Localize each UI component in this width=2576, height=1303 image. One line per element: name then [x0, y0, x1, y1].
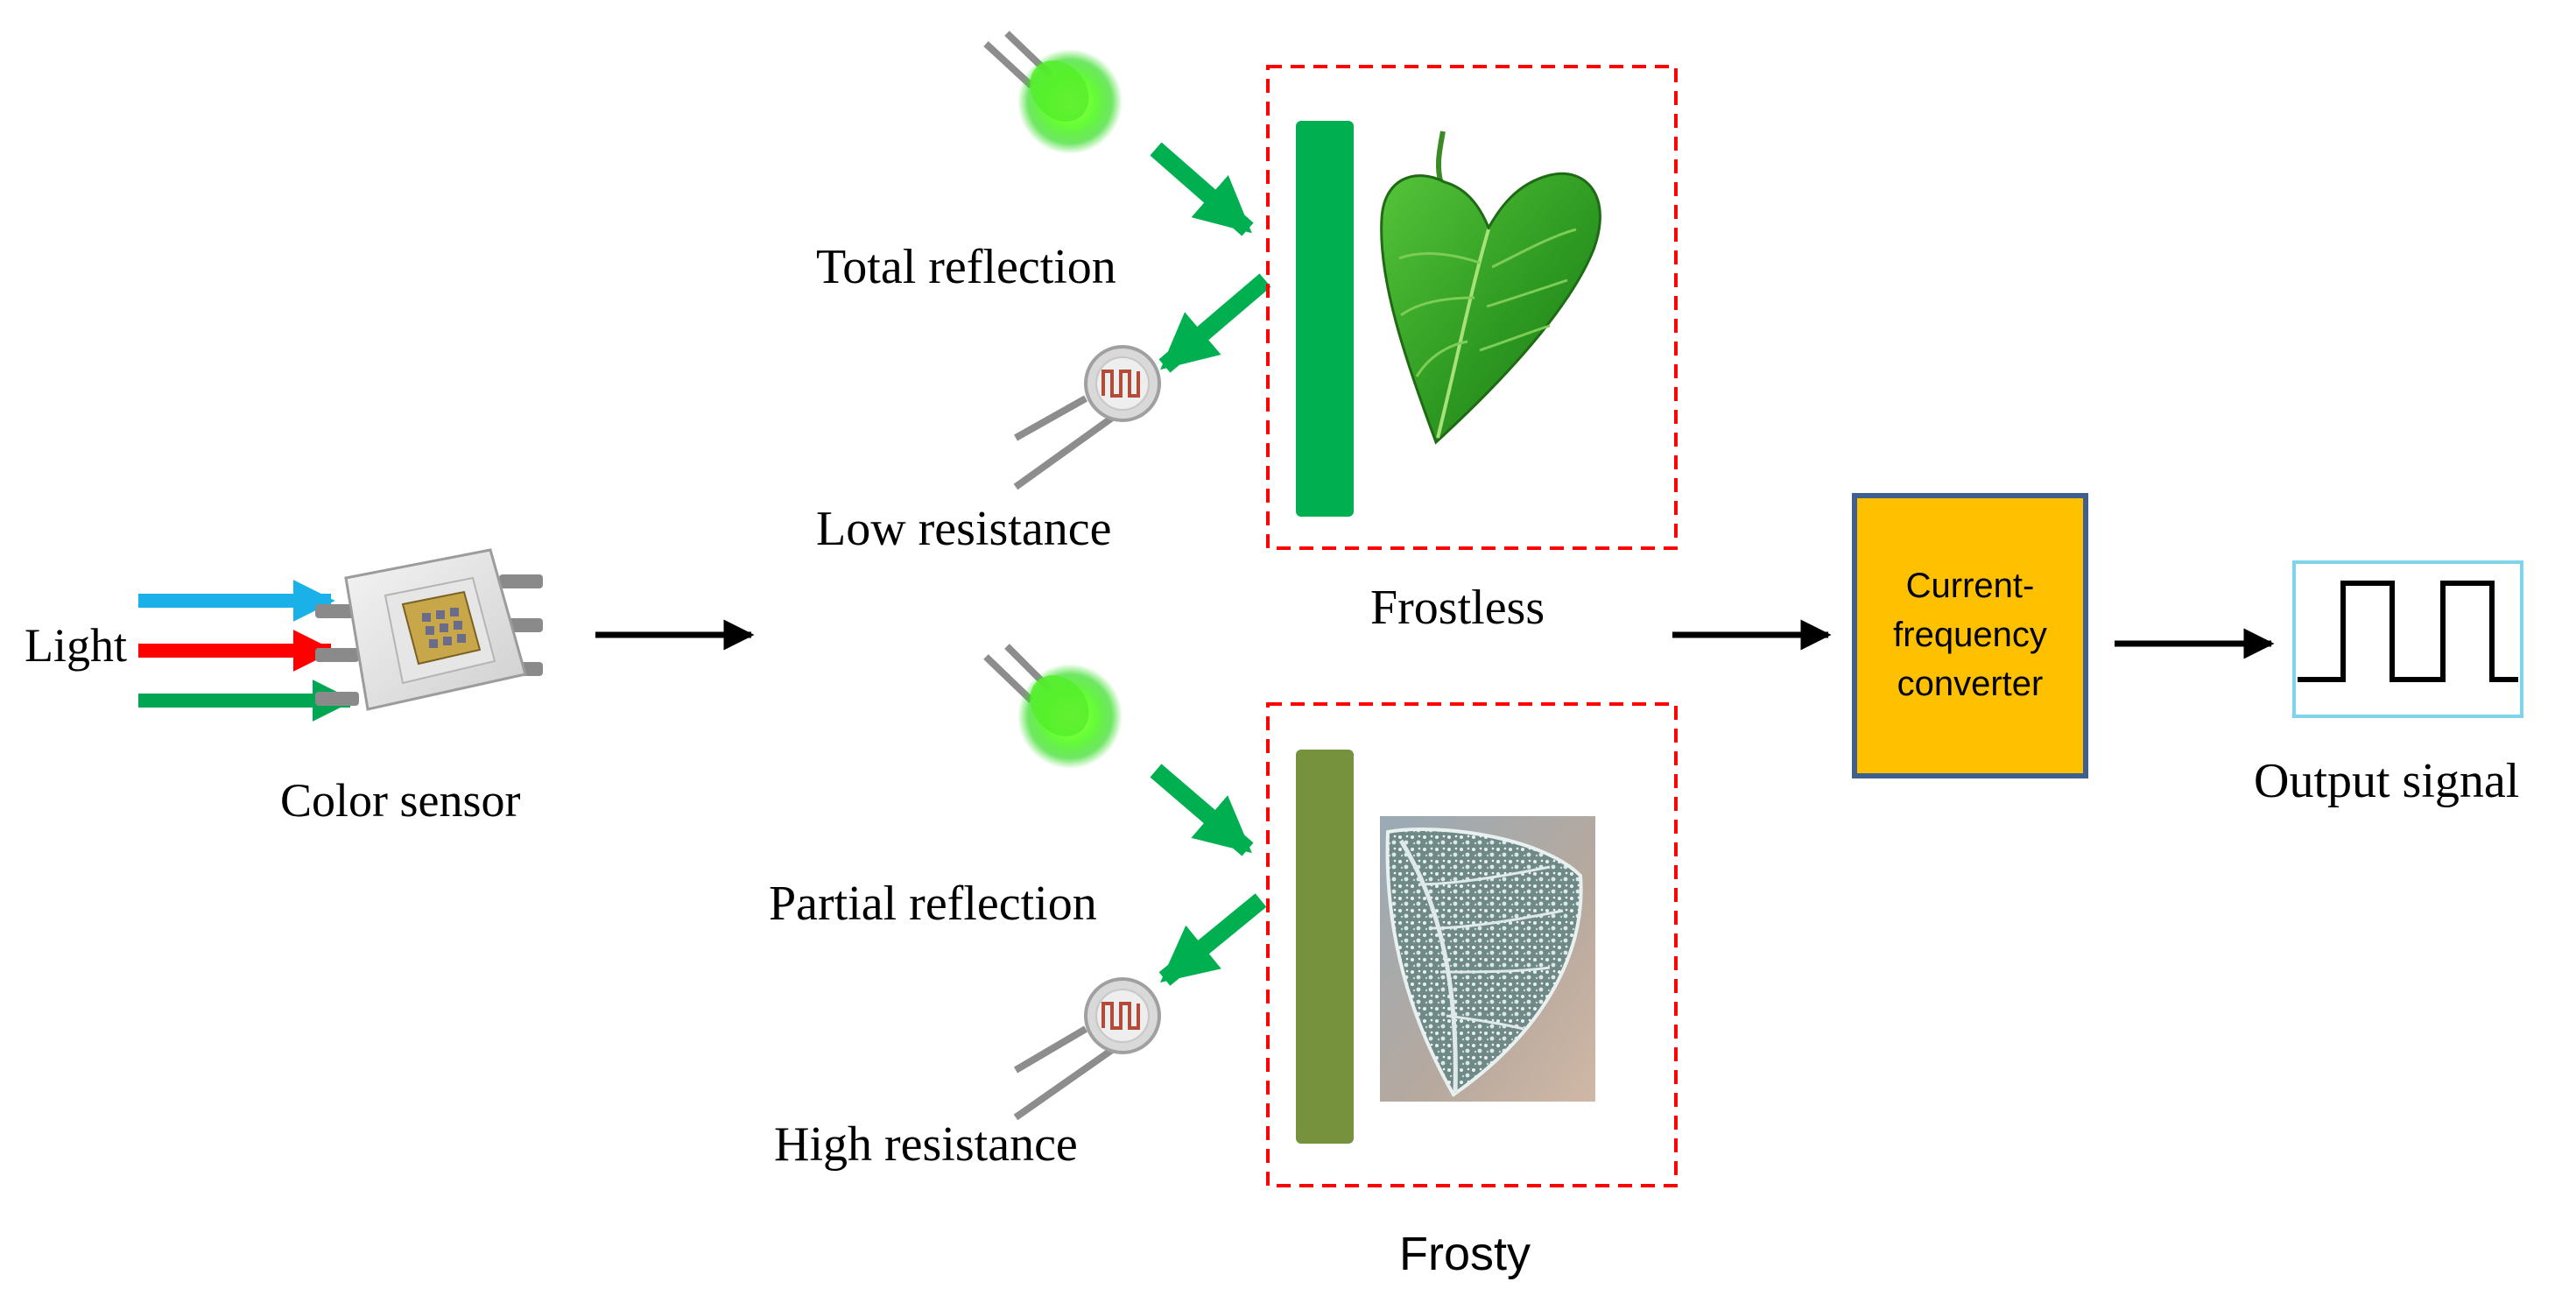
- light-label: Light: [25, 619, 127, 672]
- color-sensor-chip-icon: [315, 548, 543, 711]
- frostless-dashed-box: [1266, 65, 1678, 550]
- reflected-arrow-top: [1158, 273, 1271, 373]
- frosty-surface-bar: [1296, 750, 1354, 1144]
- output-frame: [2292, 560, 2523, 718]
- partial-reflection-label: Partial reflection: [769, 877, 1097, 931]
- converter-label-line1: Current-: [1906, 567, 2035, 605]
- frosty-leaf-image: [1380, 816, 1595, 1102]
- led-icon: [983, 644, 1123, 769]
- frostless-surface-bar: [1296, 121, 1354, 517]
- converter-label-line3: converter: [1897, 665, 2044, 703]
- low-resistance-label: Low resistance: [816, 502, 1111, 556]
- converter-box: [1852, 493, 2088, 778]
- led-icon: [983, 31, 1123, 154]
- high-resistance-label: High resistance: [774, 1117, 1078, 1172]
- total-reflection-label: Total reflection: [816, 240, 1116, 294]
- incident-arrow-bottom: [1150, 764, 1254, 856]
- converter-label-line2: frequency: [1893, 616, 2047, 654]
- green-leaf-image: [1380, 130, 1601, 445]
- square-wave-icon: [2298, 581, 2518, 682]
- output-signal-label: Output signal: [2254, 754, 2519, 808]
- incident-arrow-top: [1150, 142, 1254, 236]
- color-sensor-label: Color sensor: [280, 774, 521, 827]
- frosty-dashed-box: [1266, 702, 1678, 1187]
- reflected-arrow-bottom: [1158, 893, 1267, 986]
- photoresistor-icon: [1013, 977, 1161, 1121]
- photoresistor-icon: [1013, 345, 1161, 490]
- frostless-label: Frostless: [1370, 581, 1545, 635]
- frosty-label: Frosty: [1399, 1228, 1531, 1280]
